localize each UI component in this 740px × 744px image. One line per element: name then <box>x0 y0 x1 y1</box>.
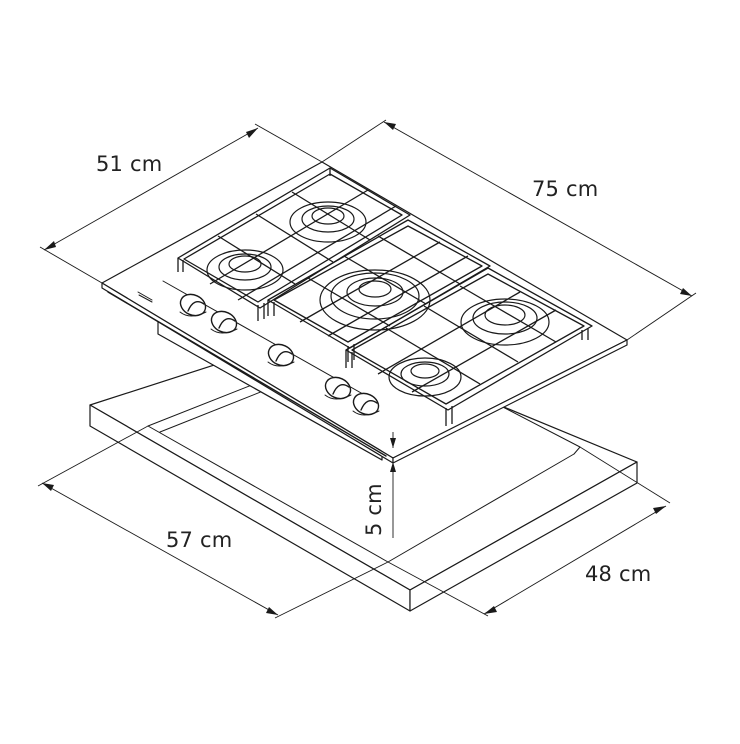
label-cutout-width: 57 cm <box>166 528 233 552</box>
burner-rear-left <box>289 201 367 243</box>
dimension-cutout-depth <box>387 446 671 617</box>
grate-left <box>177 167 411 321</box>
knob-1[interactable] <box>177 290 209 319</box>
label-built-in-height: 5 cm <box>362 483 386 536</box>
burner-rear-right <box>460 298 550 346</box>
dimension-hob-width <box>321 119 697 341</box>
label-hob-depth: 51 cm <box>96 152 163 176</box>
dimension-hob-depth <box>39 123 323 284</box>
label-hob-width: 75 cm <box>532 177 599 201</box>
knob-5[interactable] <box>350 389 382 418</box>
burner-center-wok <box>319 269 431 331</box>
burners <box>206 201 550 397</box>
dimension-cutout-width <box>37 425 389 619</box>
knob-3[interactable] <box>265 340 297 369</box>
label-cutout-depth: 48 cm <box>585 562 652 586</box>
grate-right <box>345 267 593 426</box>
knob-4[interactable] <box>322 373 354 402</box>
countertop <box>89 330 638 612</box>
knob-2[interactable] <box>208 307 240 336</box>
dimension-built-in-height <box>390 432 396 538</box>
grate-center <box>267 219 491 362</box>
pan-supports <box>177 167 593 426</box>
control-knobs <box>177 290 382 418</box>
brand-logo <box>137 291 153 303</box>
